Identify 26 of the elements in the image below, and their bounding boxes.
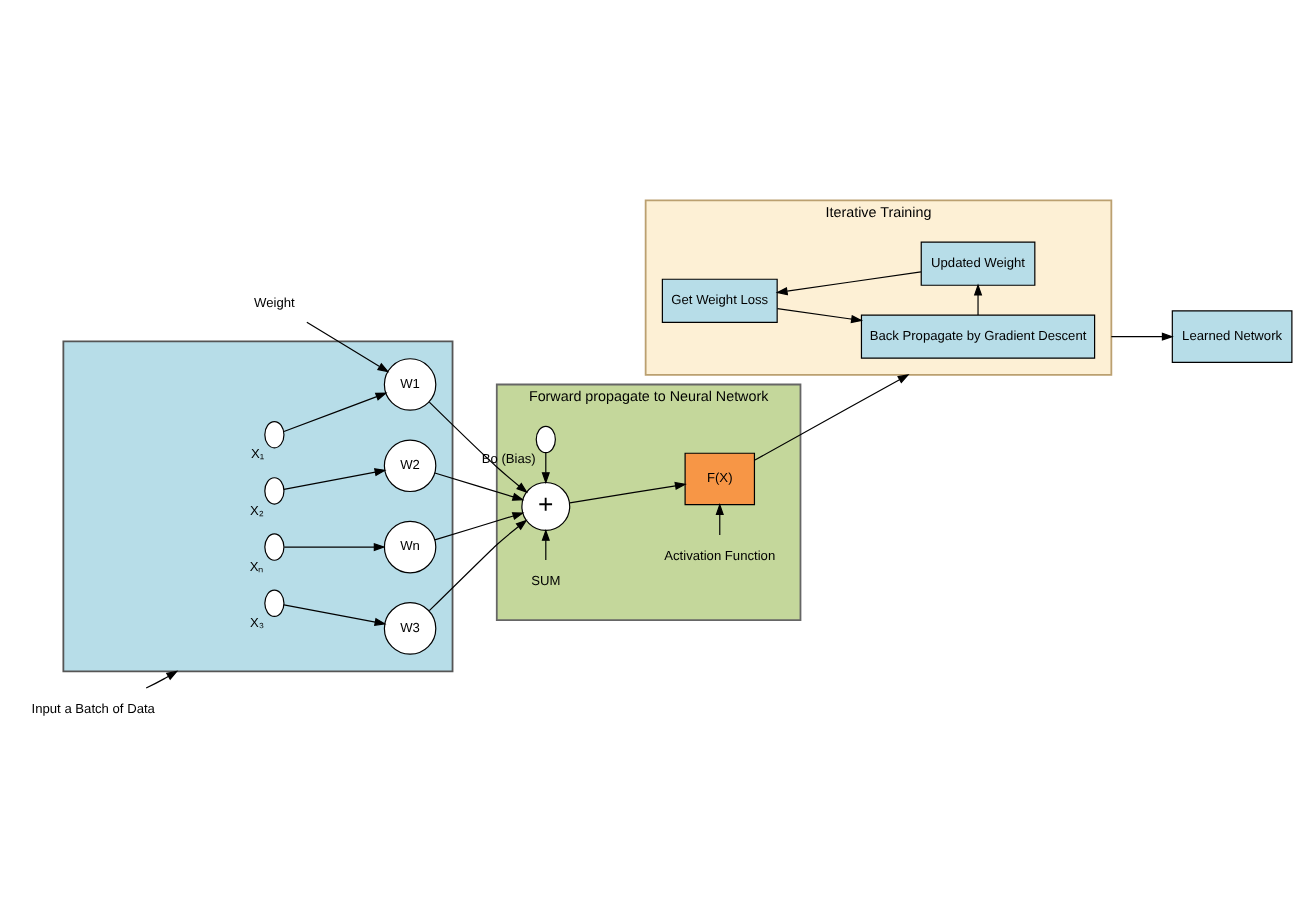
arrow [434, 512, 525, 541]
arrow [283, 542, 386, 552]
node-circle: + [521, 481, 571, 531]
arrow [306, 321, 390, 373]
node-circle [535, 425, 556, 454]
node-circle [264, 477, 285, 505]
node-circle [264, 420, 285, 449]
cluster [62, 340, 454, 673]
arrow [1110, 332, 1174, 341]
node-circle [264, 589, 285, 618]
arrow [973, 283, 983, 316]
arrow [541, 452, 550, 485]
arrow [283, 468, 387, 490]
arrow [541, 528, 550, 561]
node-circle [264, 533, 285, 561]
arrow [569, 481, 687, 504]
arrow [775, 271, 922, 296]
arrow [145, 670, 179, 689]
arrow [283, 392, 388, 433]
arrow [283, 604, 387, 627]
arrow [715, 503, 724, 536]
arrow [428, 519, 528, 612]
arrow [776, 308, 864, 324]
arrow [434, 472, 525, 501]
arrow [428, 401, 528, 494]
arrow [754, 374, 910, 461]
